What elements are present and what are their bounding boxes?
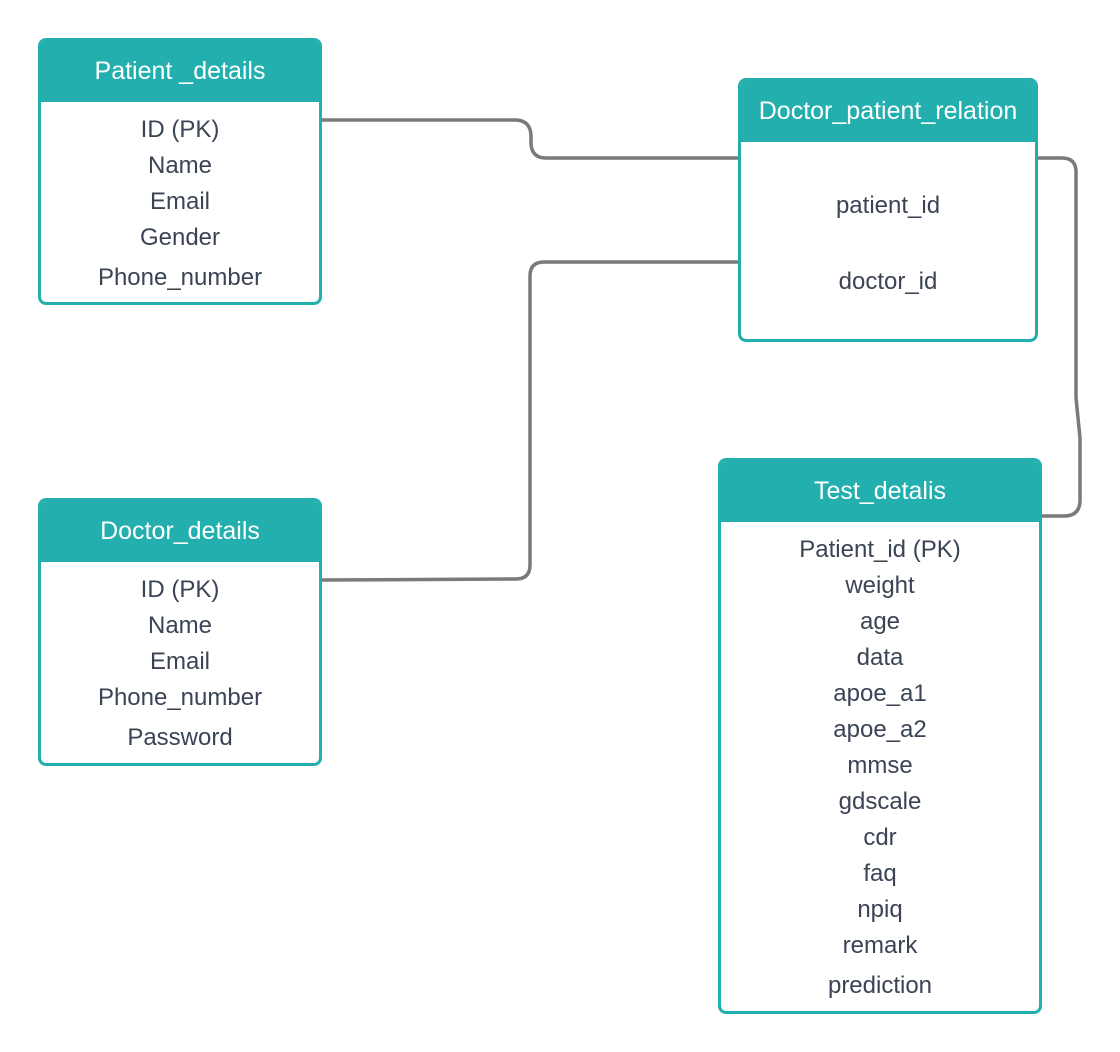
doctor-details-title: Doctor_details: [41, 501, 319, 562]
relation-field-patient-id: patient_id: [835, 192, 941, 219]
test-details-title: Test_detalis: [721, 461, 1039, 522]
patient-field-phone-number: Phone_number: [97, 264, 263, 291]
test-field-apoe-a1: apoe_a1: [833, 680, 927, 707]
doctor-field-phone-number: Phone_number: [97, 684, 263, 711]
patient-field-name: Name: [147, 152, 213, 179]
patient-details-title: Patient _details: [41, 41, 319, 102]
patient-field-gender: Gender: [139, 224, 221, 251]
patient-details-table[interactable]: Patient _details ID (PK) Name Email Gend…: [38, 38, 322, 305]
test-field-faq: faq: [863, 860, 897, 887]
connector-patient-to-relation: [322, 118, 738, 160]
doctor-patient-relation-title: Doctor_patient_relation: [741, 81, 1035, 142]
connector-doctor-to-relation: [321, 260, 738, 582]
test-field-gdscale: gdscale: [838, 788, 922, 815]
doctor-field-email: Email: [149, 648, 210, 675]
test-field-age: age: [859, 608, 901, 635]
test-field-prediction: prediction: [827, 972, 933, 999]
test-field-patient-id: Patient_id (PK): [799, 536, 961, 563]
test-field-weight: weight: [845, 572, 915, 599]
doctor-details-table[interactable]: Doctor_details ID (PK) Name Email Phone_…: [38, 498, 322, 766]
test-field-cdr: cdr: [863, 824, 897, 851]
doctor-patient-relation-table[interactable]: Doctor_patient_relation patient_id docto…: [738, 78, 1038, 342]
test-field-npiq: npiq: [857, 896, 903, 923]
test-field-data: data: [856, 644, 904, 671]
doctor-field-password: Password: [127, 724, 233, 751]
relation-field-doctor-id: doctor_id: [838, 268, 938, 295]
test-details-table[interactable]: Test_detalis Patient_id (PK) weight age …: [718, 458, 1042, 1014]
test-field-apoe-a2: apoe_a2: [833, 716, 927, 743]
patient-field-email: Email: [149, 188, 210, 215]
doctor-field-id: ID (PK): [140, 576, 220, 603]
doctor-field-name: Name: [147, 612, 213, 639]
patient-field-id: ID (PK): [140, 116, 220, 143]
connector-relation-to-test: [1038, 156, 1082, 518]
test-field-remark: remark: [842, 932, 918, 959]
test-field-mmse: mmse: [847, 752, 913, 779]
